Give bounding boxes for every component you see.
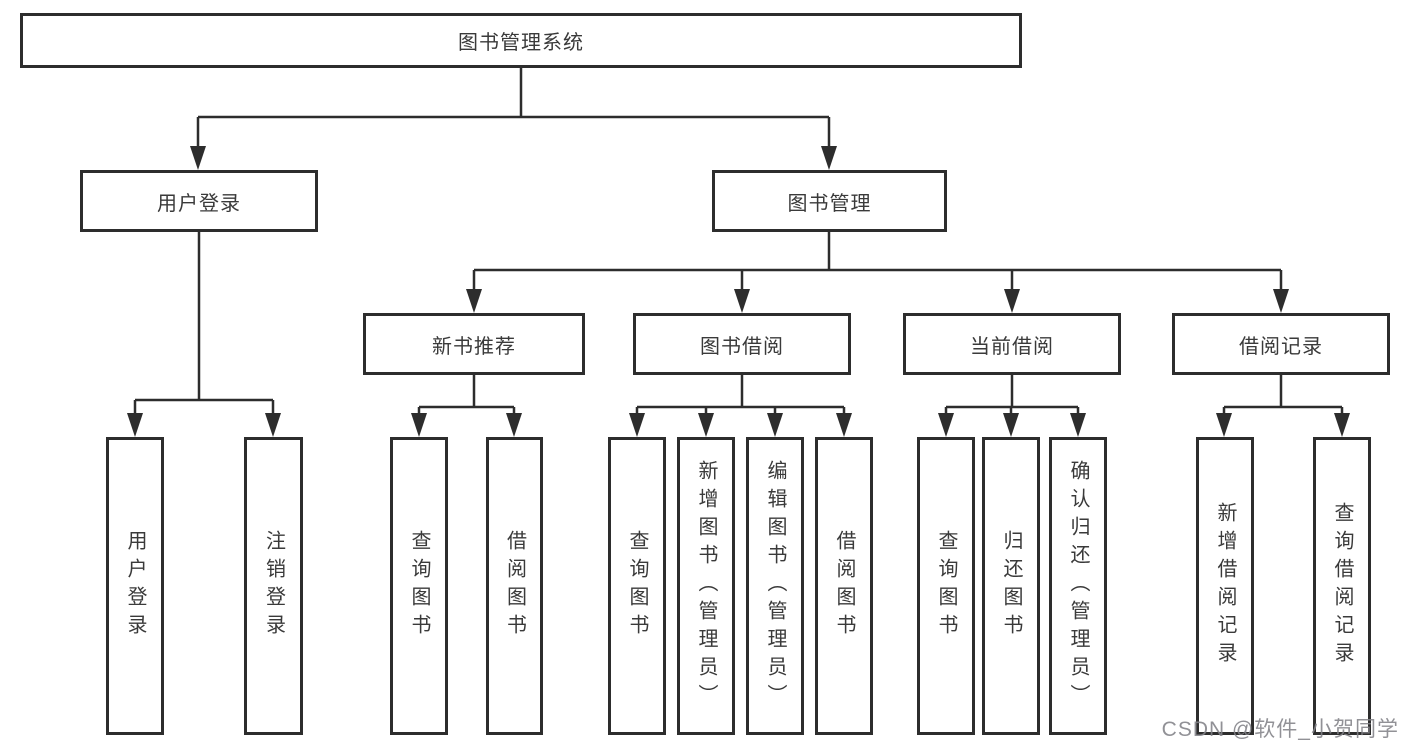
node-new-book-recommend: 新书推荐: [363, 313, 585, 375]
node-label: 图书管理: [787, 192, 872, 215]
node-book-borrow: 图书借阅: [633, 313, 851, 375]
node-label: 查询图书: [935, 530, 957, 642]
node-book-management: 图书管理: [712, 170, 947, 232]
leaf-search-book-recommend: 查询图书: [390, 437, 448, 735]
node-label: 借阅图书: [503, 530, 526, 642]
node-label: 查询图书: [626, 530, 648, 642]
node-label: 新增图书（管理员）: [695, 460, 717, 712]
node-label: 图书管理系统: [458, 32, 584, 54]
node-label: 借阅记录: [1239, 335, 1323, 358]
arrow-down-icon: [1070, 413, 1086, 437]
leaf-borrow-book-recommend: 借阅图书: [486, 437, 543, 735]
node-borrow-records: 借阅记录: [1172, 313, 1390, 375]
leaf-search-borrow-record: 查询借阅记录: [1313, 437, 1371, 735]
arrow-down-icon: [767, 413, 783, 437]
arrow-down-icon: [190, 146, 206, 170]
node-label: 查询借阅记录: [1331, 502, 1353, 670]
leaf-add-book-admin: 新增图书（管理员）: [677, 437, 735, 735]
node-label: 新增借阅记录: [1214, 502, 1236, 670]
leaf-edit-book-admin: 编辑图书（管理员）: [746, 437, 804, 735]
arrow-down-icon: [1003, 413, 1019, 437]
leaf-add-borrow-record: 新增借阅记录: [1196, 437, 1254, 735]
node-label: 查询图书: [408, 530, 430, 642]
leaf-confirm-return-admin: 确认归还（管理员）: [1049, 437, 1107, 735]
leaf-return-book: 归还图书: [982, 437, 1040, 735]
node-label: 借阅图书: [833, 530, 855, 642]
arrow-down-icon: [836, 413, 852, 437]
arrow-down-icon: [506, 413, 522, 437]
arrow-down-icon: [821, 146, 837, 170]
node-user-login: 用户登录: [80, 170, 318, 232]
node-label: 当前借阅: [970, 335, 1054, 358]
arrow-down-icon: [1334, 413, 1350, 437]
node-label: 用户登录: [124, 530, 146, 642]
leaf-borrow-book: 借阅图书: [815, 437, 873, 735]
node-label: 新书推荐: [432, 335, 516, 358]
arrow-down-icon: [1004, 289, 1020, 313]
arrow-down-icon: [265, 413, 281, 437]
arrow-down-icon: [1273, 289, 1289, 313]
arrow-down-icon: [938, 413, 954, 437]
arrow-down-icon: [466, 289, 482, 313]
node-label: 归还图书: [1000, 530, 1022, 642]
node-label: 用户登录: [157, 192, 241, 215]
node-label: 注销登录: [262, 530, 285, 642]
node-label: 图书借阅: [700, 335, 784, 358]
arrow-down-icon: [698, 413, 714, 437]
node-label: 编辑图书（管理员）: [764, 460, 786, 712]
leaf-search-book-current: 查询图书: [917, 437, 975, 735]
leaf-search-book-borrow: 查询图书: [608, 437, 666, 735]
leaf-user-login: 用户登录: [106, 437, 164, 735]
arrow-down-icon: [127, 413, 143, 437]
arrow-down-icon: [1216, 413, 1232, 437]
csdn-watermark: CSDN @软件_小贺同学: [1161, 718, 1399, 741]
leaf-logout: 注销登录: [244, 437, 303, 735]
node-current-borrow: 当前借阅: [903, 313, 1121, 375]
node-root-library-management-system: 图书管理系统: [20, 13, 1022, 68]
arrow-down-icon: [629, 413, 645, 437]
arrow-down-icon: [411, 413, 427, 437]
arrow-down-icon: [734, 289, 750, 313]
node-label: 确认归还（管理员）: [1067, 460, 1089, 712]
